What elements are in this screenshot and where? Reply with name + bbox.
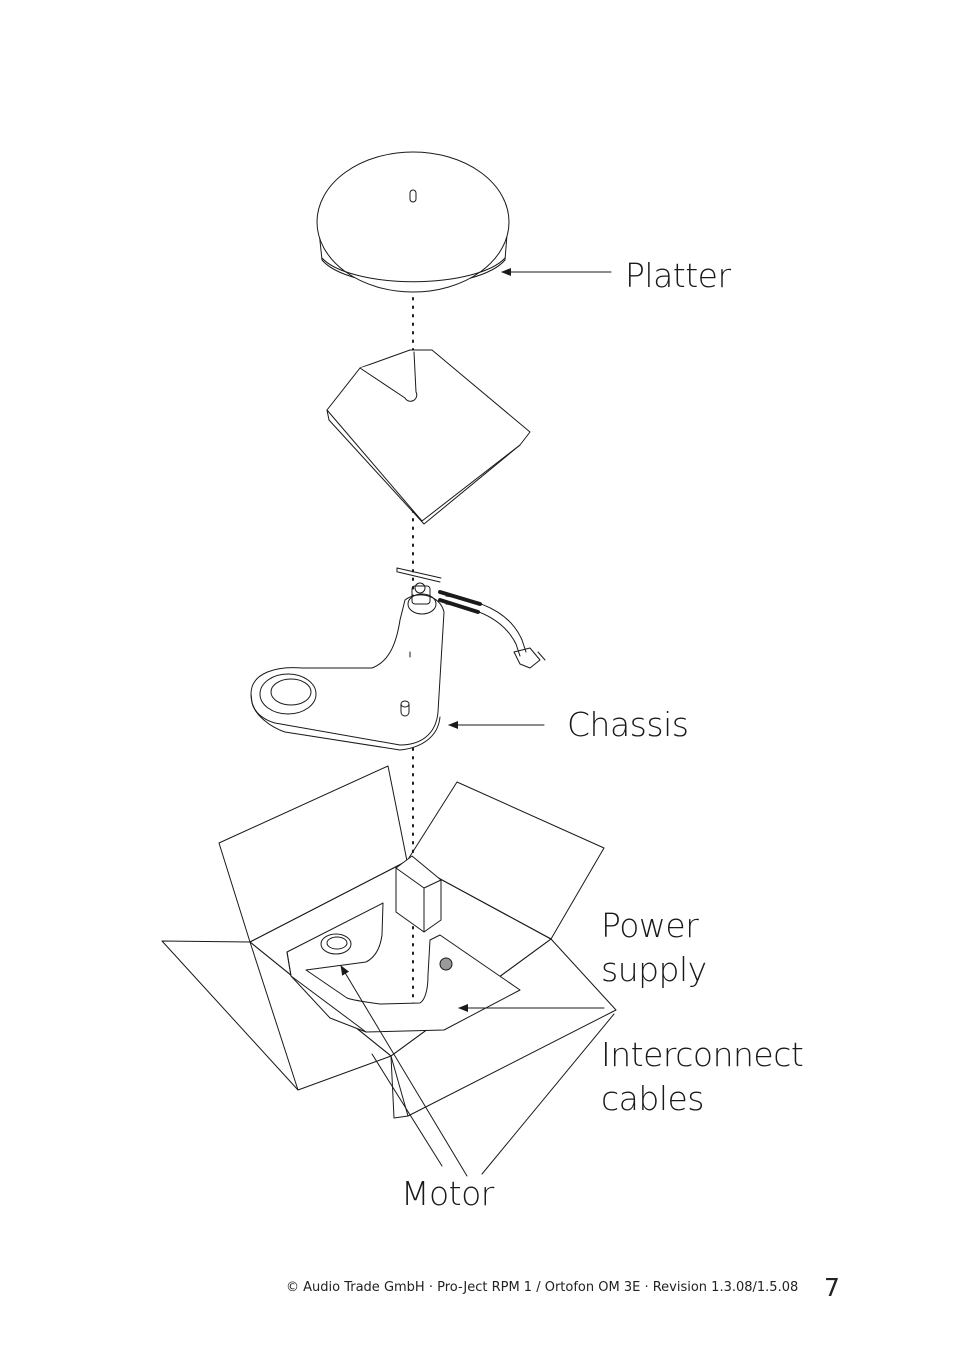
platter-label: Platter — [625, 256, 731, 295]
interconnect-cables-label: Interconnect cables — [601, 1033, 804, 1121]
interconnect-cables-label-line1: Interconnect — [601, 1035, 804, 1074]
box-illustration — [161, 765, 617, 1119]
power-supply-label: Power supply — [601, 904, 707, 992]
power-supply-label-line1: Power — [601, 906, 699, 945]
chassis-label: Chassis — [567, 705, 689, 744]
platter-illustration — [316, 151, 510, 293]
chassis-illustration — [250, 567, 546, 751]
plinth-illustration — [326, 349, 531, 525]
motor-label: Motor — [401, 1174, 494, 1213]
interconnect-cables-label-line2: cables — [601, 1079, 704, 1118]
motor-pointer-2 — [371, 1053, 443, 1167]
footer-copyright: © Audio Trade GmbH · Pro-Ject RPM 1 / Or… — [286, 1280, 799, 1295]
motor-pointer-1 — [340, 965, 468, 1177]
page-number: 7 — [824, 1273, 840, 1302]
power-supply-label-line2: supply — [601, 950, 707, 989]
interconnect-pointer — [481, 1013, 615, 1175]
